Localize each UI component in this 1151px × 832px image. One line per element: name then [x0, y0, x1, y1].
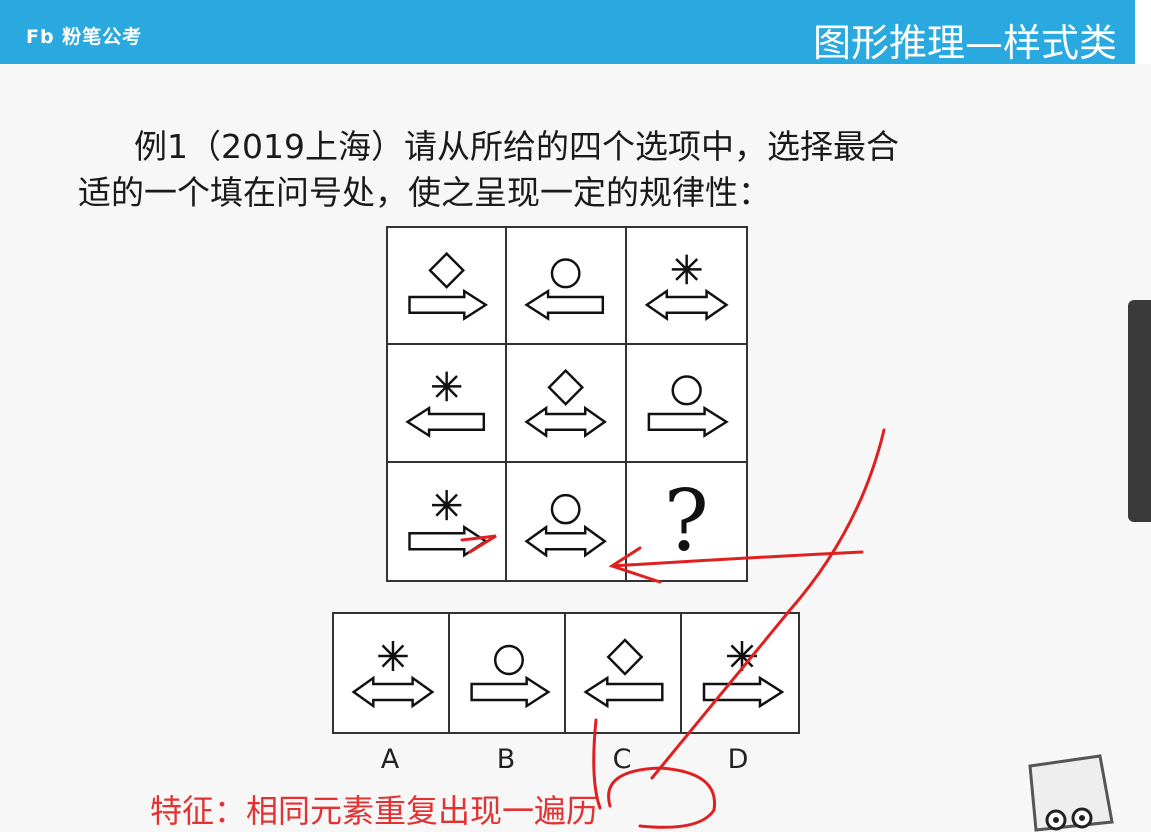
red-arrow-stroke	[607, 766, 717, 829]
cell-figure	[524, 258, 605, 321]
option-label-d[interactable]: D	[727, 744, 749, 775]
grid-cell-6	[626, 345, 746, 463]
left-arrow	[583, 675, 664, 709]
red-arrow-stroke	[650, 428, 886, 780]
grid-cell-2	[507, 228, 627, 346]
cell-figure	[524, 369, 608, 439]
option-figure	[583, 638, 664, 709]
option-figure	[470, 644, 551, 709]
grid-cell-4	[388, 345, 508, 463]
mascot-icon	[1028, 754, 1114, 832]
circle-shape	[551, 493, 581, 525]
option-figure	[702, 641, 785, 709]
grid-cell-8	[507, 462, 627, 580]
cell-figure	[408, 251, 489, 321]
double-arrow	[351, 675, 435, 709]
question-mark: ?	[663, 472, 709, 571]
brand-logo: Fb 粉笔公考	[26, 26, 143, 48]
question-line-1: 例1（2019上海）请从所给的四个选项中，选择最合	[134, 127, 899, 166]
grid-cell-9: ?	[627, 463, 746, 580]
circle-shape	[551, 258, 581, 289]
grid-cell-1	[388, 228, 508, 346]
circle-shape	[671, 375, 702, 406]
left-arrow	[524, 288, 605, 321]
option-b[interactable]	[450, 614, 566, 732]
cell-figure	[405, 371, 486, 439]
question-text: 例1（2019上海）请从所给的四个选项中，选择最合 适的一个填在问号处，使之呈现…	[78, 124, 1058, 216]
circle-shape	[493, 644, 524, 676]
grid-cell-3	[626, 228, 746, 346]
right-arrow	[408, 288, 489, 321]
grid-cell-5	[507, 345, 627, 463]
header-bar: Fb 粉笔公考 图形推理—样式类	[0, 0, 1151, 65]
double-arrow	[524, 406, 608, 439]
option-figure	[351, 641, 435, 709]
red-arrow-stroke	[592, 718, 602, 810]
option-label-a[interactable]: A	[380, 744, 400, 775]
option-c[interactable]	[566, 614, 682, 732]
double-arrow	[524, 524, 608, 558]
feature-annotation: 特征：相同元素重复出现一遍历	[150, 792, 599, 830]
asterisk-shape	[431, 489, 462, 520]
asterisk-shape	[378, 641, 408, 671]
asterisk-shape	[431, 371, 462, 402]
diamond-shape	[606, 638, 644, 676]
right-arrow	[647, 406, 729, 439]
option-label-c[interactable]: C	[612, 744, 632, 775]
puzzle-grid: ?	[386, 226, 748, 582]
right-arrow	[470, 675, 551, 709]
left-arrow	[405, 406, 486, 439]
side-panel-handle[interactable]	[1128, 300, 1151, 522]
question-line-2: 适的一个填在问号处，使之呈现一定的规律性：	[78, 173, 771, 212]
right-arrow	[702, 675, 785, 709]
diamond-shape	[428, 251, 466, 289]
option-d[interactable]	[682, 614, 798, 732]
red-arrow-stroke	[460, 534, 497, 554]
cell-figure	[647, 375, 729, 439]
asterisk-shape	[671, 254, 702, 285]
cell-figure	[524, 493, 608, 558]
header-edge	[1135, 0, 1151, 64]
section-title: 图形推理—样式类	[812, 21, 1117, 65]
diamond-shape	[547, 369, 585, 407]
double-arrow	[644, 288, 729, 322]
option-a[interactable]	[334, 614, 450, 732]
option-label-b[interactable]: B	[496, 744, 516, 775]
answer-options	[332, 612, 800, 734]
cell-figure	[644, 254, 729, 322]
